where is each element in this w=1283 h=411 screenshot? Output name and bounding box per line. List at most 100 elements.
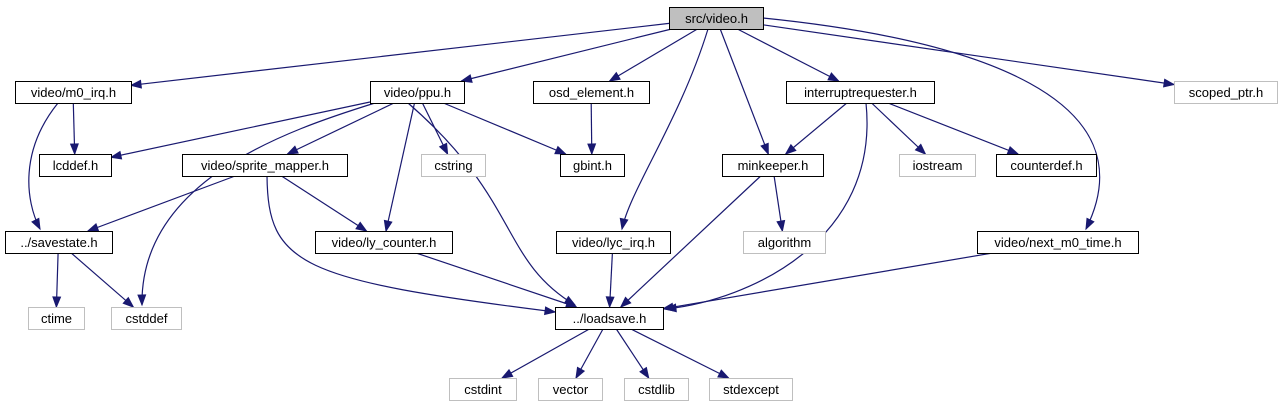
node-label: minkeeper.h [738,158,809,173]
node-box [449,378,517,401]
node-box [15,81,132,104]
edge-ly_counter-to-loadsave [415,252,578,308]
edge-video_h-to-next_m0_time [762,17,1100,231]
edge-line [621,28,709,230]
node-label: video/lyc_irq.h [572,235,655,250]
edge-loadsave-to-stdexcept [630,328,730,379]
edge-line [665,102,868,310]
node-interruptrequester[interactable]: interruptrequester.h [786,81,935,104]
node-ppu[interactable]: video/ppu.h [370,81,465,104]
edge-next_m0_time-to-loadsave [661,252,993,312]
edge-arrowhead [608,71,621,82]
node-box [111,307,182,330]
node-box [182,154,348,177]
edge-arrowhead [383,219,393,233]
node-lcddef[interactable]: lcddef.h [39,154,112,177]
node-label: ctime [41,311,72,326]
edge-line [630,328,729,379]
edge-line [287,102,395,155]
node-osd-element[interactable]: osd_element.h [533,81,650,104]
node-label: lcddef.h [53,158,99,173]
node-minkeeper[interactable]: minkeeper.h [722,154,824,177]
edge-arrowhead [438,142,449,156]
node-next-m0-time[interactable]: video/next_m0_time.h [977,231,1139,254]
node-label: video/ppu.h [384,85,451,100]
node-savestate[interactable]: ../savestate.h [5,231,113,254]
node-box [370,81,465,104]
edge-arrowhead [86,223,100,232]
edge-line [662,252,993,310]
edge-line [501,328,590,379]
edge-arrowhead [129,79,142,89]
node-box [560,154,625,177]
node-label: ../savestate.h [20,235,97,250]
node-label: counterdef.h [1010,158,1082,173]
edge-interruptrequester-to-minkeeper [784,102,848,155]
node-counterdef[interactable]: counterdef.h [996,154,1097,177]
node-label: gbint.h [573,158,612,173]
edge-line [620,175,762,308]
node-label: interruptrequester.h [804,85,917,100]
edge-arrowhead [914,143,927,155]
edge-interruptrequester-to-loadsave [664,102,868,313]
edge-line [415,252,577,308]
edge-arrowhead [717,369,730,379]
node-box [533,81,650,104]
node-m0-irq[interactable]: video/m0_irq.h [15,81,132,104]
node-cstddef: cstddef [111,307,182,330]
edge-arrowhead [760,142,769,156]
node-scoped-ptr: scoped_ptr.h [1174,81,1278,104]
node-box [899,154,976,177]
edge-line [762,24,1175,86]
node-label: video/ly_counter.h [332,235,437,250]
node-label: vector [553,382,589,397]
edge-ppu-to-sprite_mapper [286,102,395,155]
node-label: video/sprite_mapper.h [201,158,329,173]
edge-loadsave-to-vector [575,328,604,380]
edge-arrowhead [69,143,79,156]
edge-line [28,102,59,230]
node-video-h[interactable]: src/video.h [669,7,764,30]
node-ly-counter[interactable]: video/ly_counter.h [315,231,453,254]
node-iostream: iostream [899,154,976,177]
nodes-layer: src/video.h video/m0_irq.h video/ppu.h osd_… [5,7,1278,401]
node-box [556,231,671,254]
edge-osd_element-to-gbint [587,102,597,156]
edge-line [785,102,848,155]
edge-ppu-to-ly_counter [383,102,416,233]
node-label: osd_element.h [549,85,634,100]
edge-arrowhead [122,296,135,308]
edge-arrowhead [587,143,597,156]
edges-layer [28,17,1176,380]
node-label: cstdlib [638,382,675,397]
edge-video_h-to-m0_irq [129,22,670,89]
node-label: cstddef [126,311,168,326]
edge-arrowhead [1163,78,1176,88]
edge-sprite_mapper-to-ly_counter [281,175,368,232]
node-sprite-mapper[interactable]: video/sprite_mapper.h [182,154,348,177]
edge-loadsave-to-cstdint [500,328,590,379]
edge-m0_irq-to-savestate [28,102,59,231]
node-cstring: cstring [421,154,486,177]
edge-arrowhead [605,296,615,309]
edge-arrowhead [137,294,147,307]
node-gbint[interactable]: gbint.h [560,154,625,177]
edge-arrowhead [1006,145,1020,155]
edge-arrowhead [575,366,586,380]
node-box [996,154,1097,177]
node-lyc-irq[interactable]: video/lyc_irq.h [556,231,671,254]
node-loadsave[interactable]: ../loadsave.h [555,307,664,330]
edge-arrowhead [52,296,62,309]
edge-arrowhead [355,221,368,232]
node-cstdlib: cstdlib [624,378,689,401]
edge-savestate-to-cstddef [70,252,135,308]
node-ctime: ctime [28,307,85,330]
node-box [624,378,689,401]
edge-line [385,102,416,232]
edge-video_h-to-lyc_irq [619,28,709,231]
node-cstdint: cstdint [449,378,517,401]
edge-arrowhead [784,143,797,155]
edge-arrowhead [460,74,473,83]
edge-sprite_mapper-to-loadsave [266,175,557,316]
node-box [538,378,603,401]
